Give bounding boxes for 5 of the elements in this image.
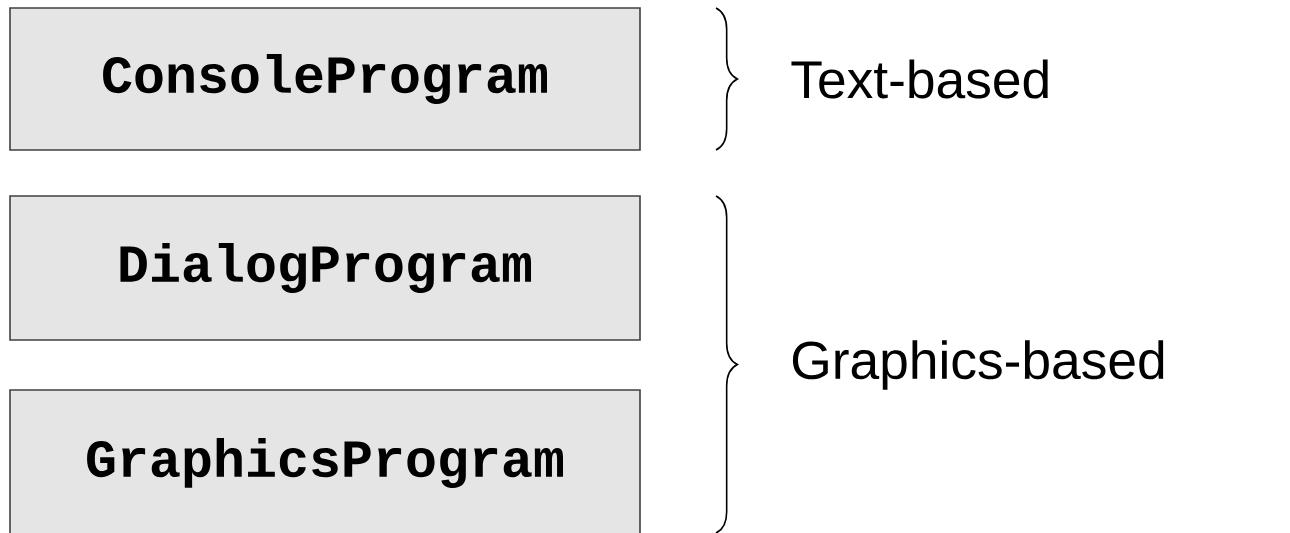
- group-label: Text-based: [791, 59, 1048, 99]
- class-box: GraphicsProgram: [9, 389, 641, 533]
- class-box: DialogProgram: [9, 195, 641, 341]
- group-label: Graphics-based: [792, 340, 1164, 390]
- class-box: ConsoleProgram: [9, 7, 641, 151]
